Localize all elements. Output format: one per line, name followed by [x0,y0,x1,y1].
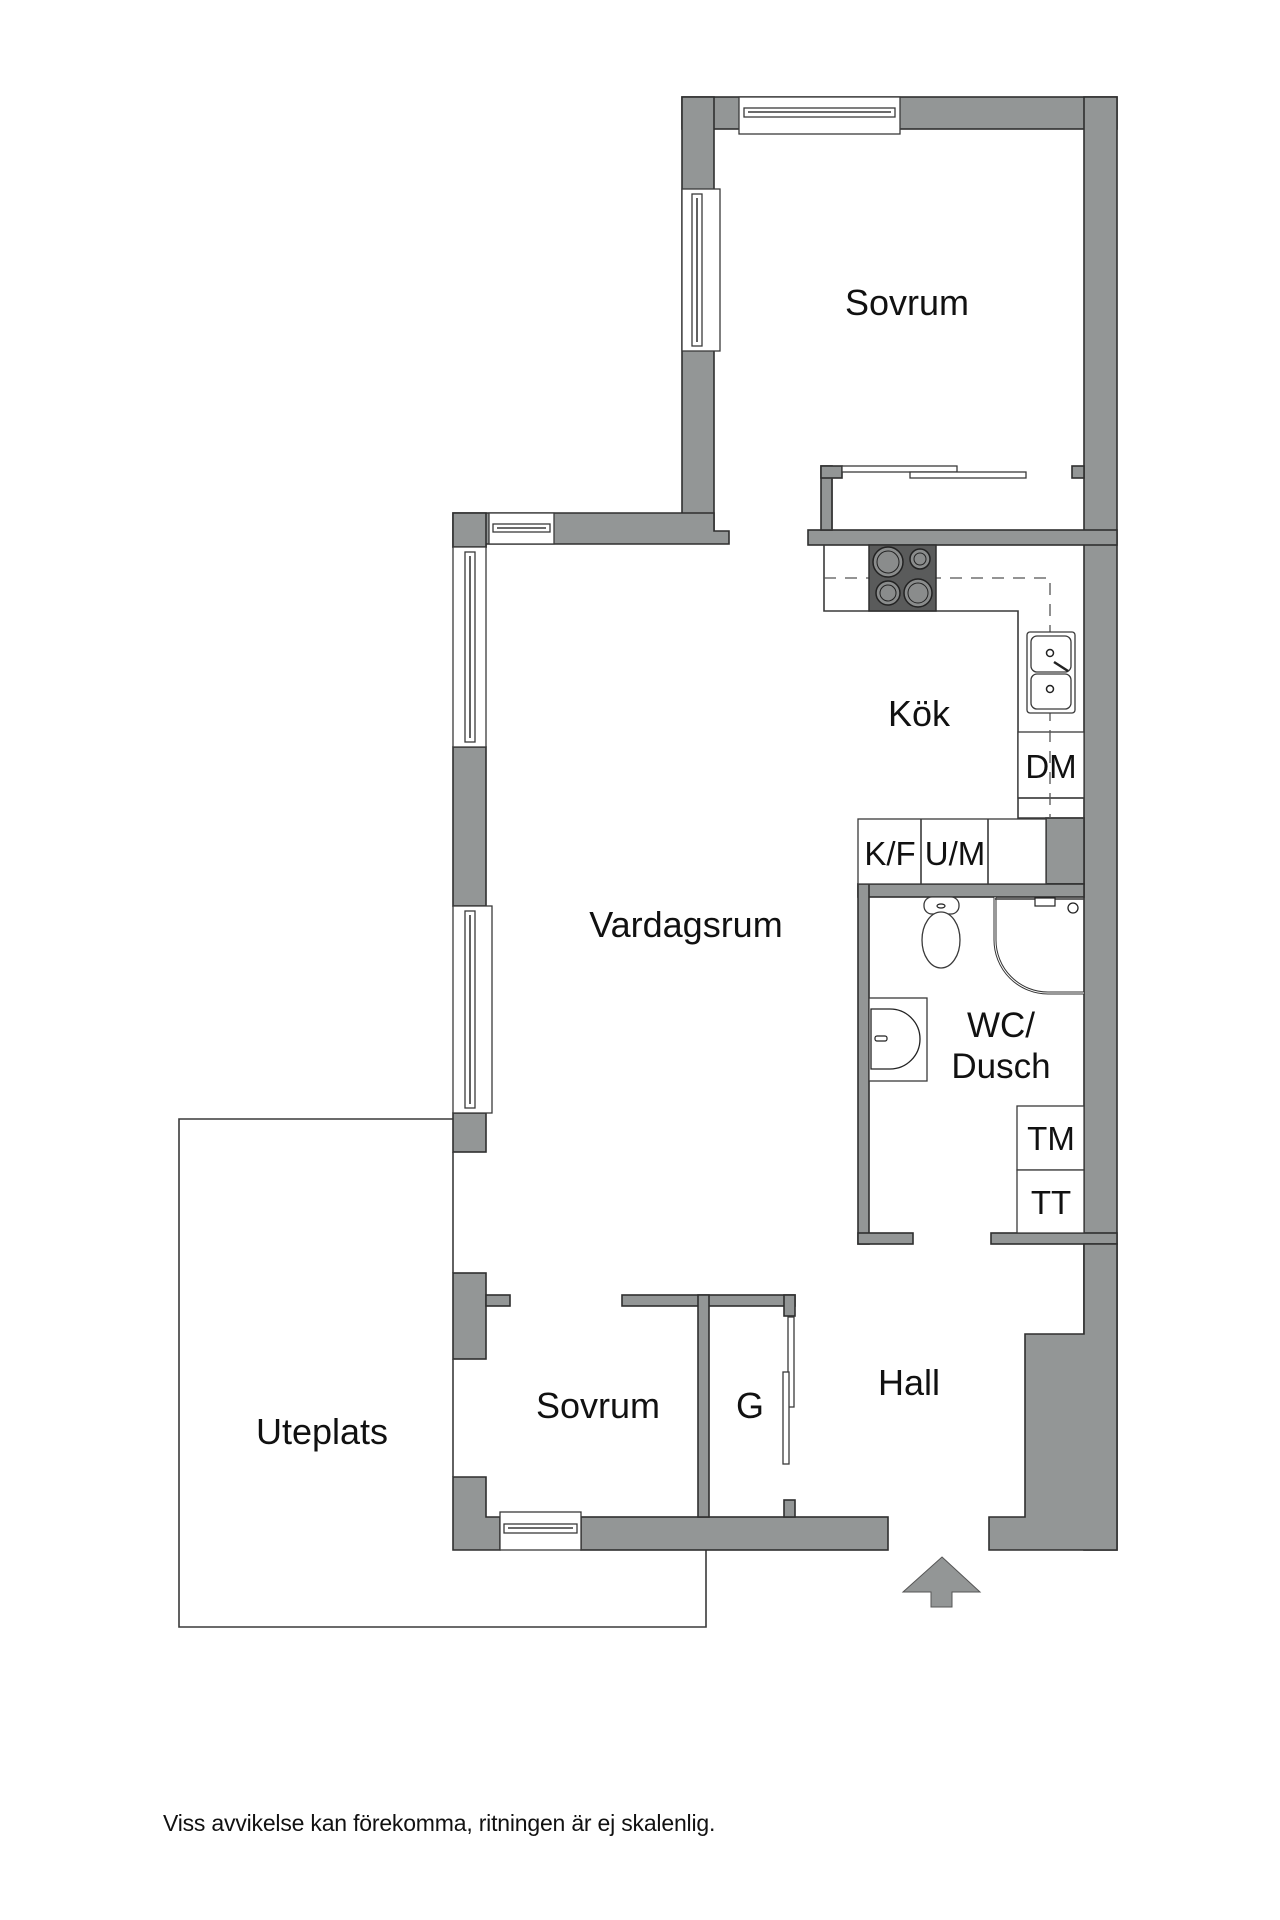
room-label-living-room: Vardagsrum [589,904,782,945]
window-left-living-2 [452,905,493,1114]
room-label-closet: G [736,1385,764,1426]
appliance-labels: DM K/F U/M TM TT [864,748,1076,1221]
room-label-bathroom-line2: Dusch [951,1047,1050,1086]
storage-sliding-doors [782,1316,795,1465]
room-label-kitchen: Kök [888,693,951,734]
terrace-outline [178,1118,707,1628]
room-label-hall: Hall [878,1362,940,1403]
washbasin-icon [868,997,928,1082]
label-dishwasher: DM [1025,748,1076,785]
laundry-stack [1016,1105,1085,1234]
room-label-bathroom-line1: WC/ [967,1006,1035,1045]
room-label-bedroom-lower: Sovrum [536,1385,660,1426]
windows [452,96,901,1551]
window-left-bedroom [681,188,721,352]
room-labels: Sovrum Kök Vardagsrum WC/ Dusch Sovrum G… [256,282,1051,1452]
window-top-living [488,512,555,545]
window-top-bedroom [738,96,901,135]
label-washing-machine: TM [1027,1120,1075,1157]
shower-icon [993,897,1084,995]
label-tumble-dryer: TT [1031,1184,1071,1221]
label-fridge-freezer: K/F [864,835,915,872]
closet-sliding-doors [831,465,1027,530]
entrance-arrow-icon [901,1556,982,1608]
kitchen-sink-icon [1026,631,1076,714]
room-label-terrace: Uteplats [256,1411,388,1452]
window-lower-bedroom [499,1511,582,1551]
toilet-icon [921,896,961,969]
label-oven-microwave: U/M [925,835,986,872]
kitchen-counter [823,545,1085,819]
appliance-row [857,818,1047,885]
window-left-living-1 [452,546,487,748]
disclaimer-text: Viss avvikelse kan förekomma, ritningen … [163,1810,716,1836]
cooktop-icon [868,544,937,612]
room-label-bedroom-upper: Sovrum [845,282,969,323]
